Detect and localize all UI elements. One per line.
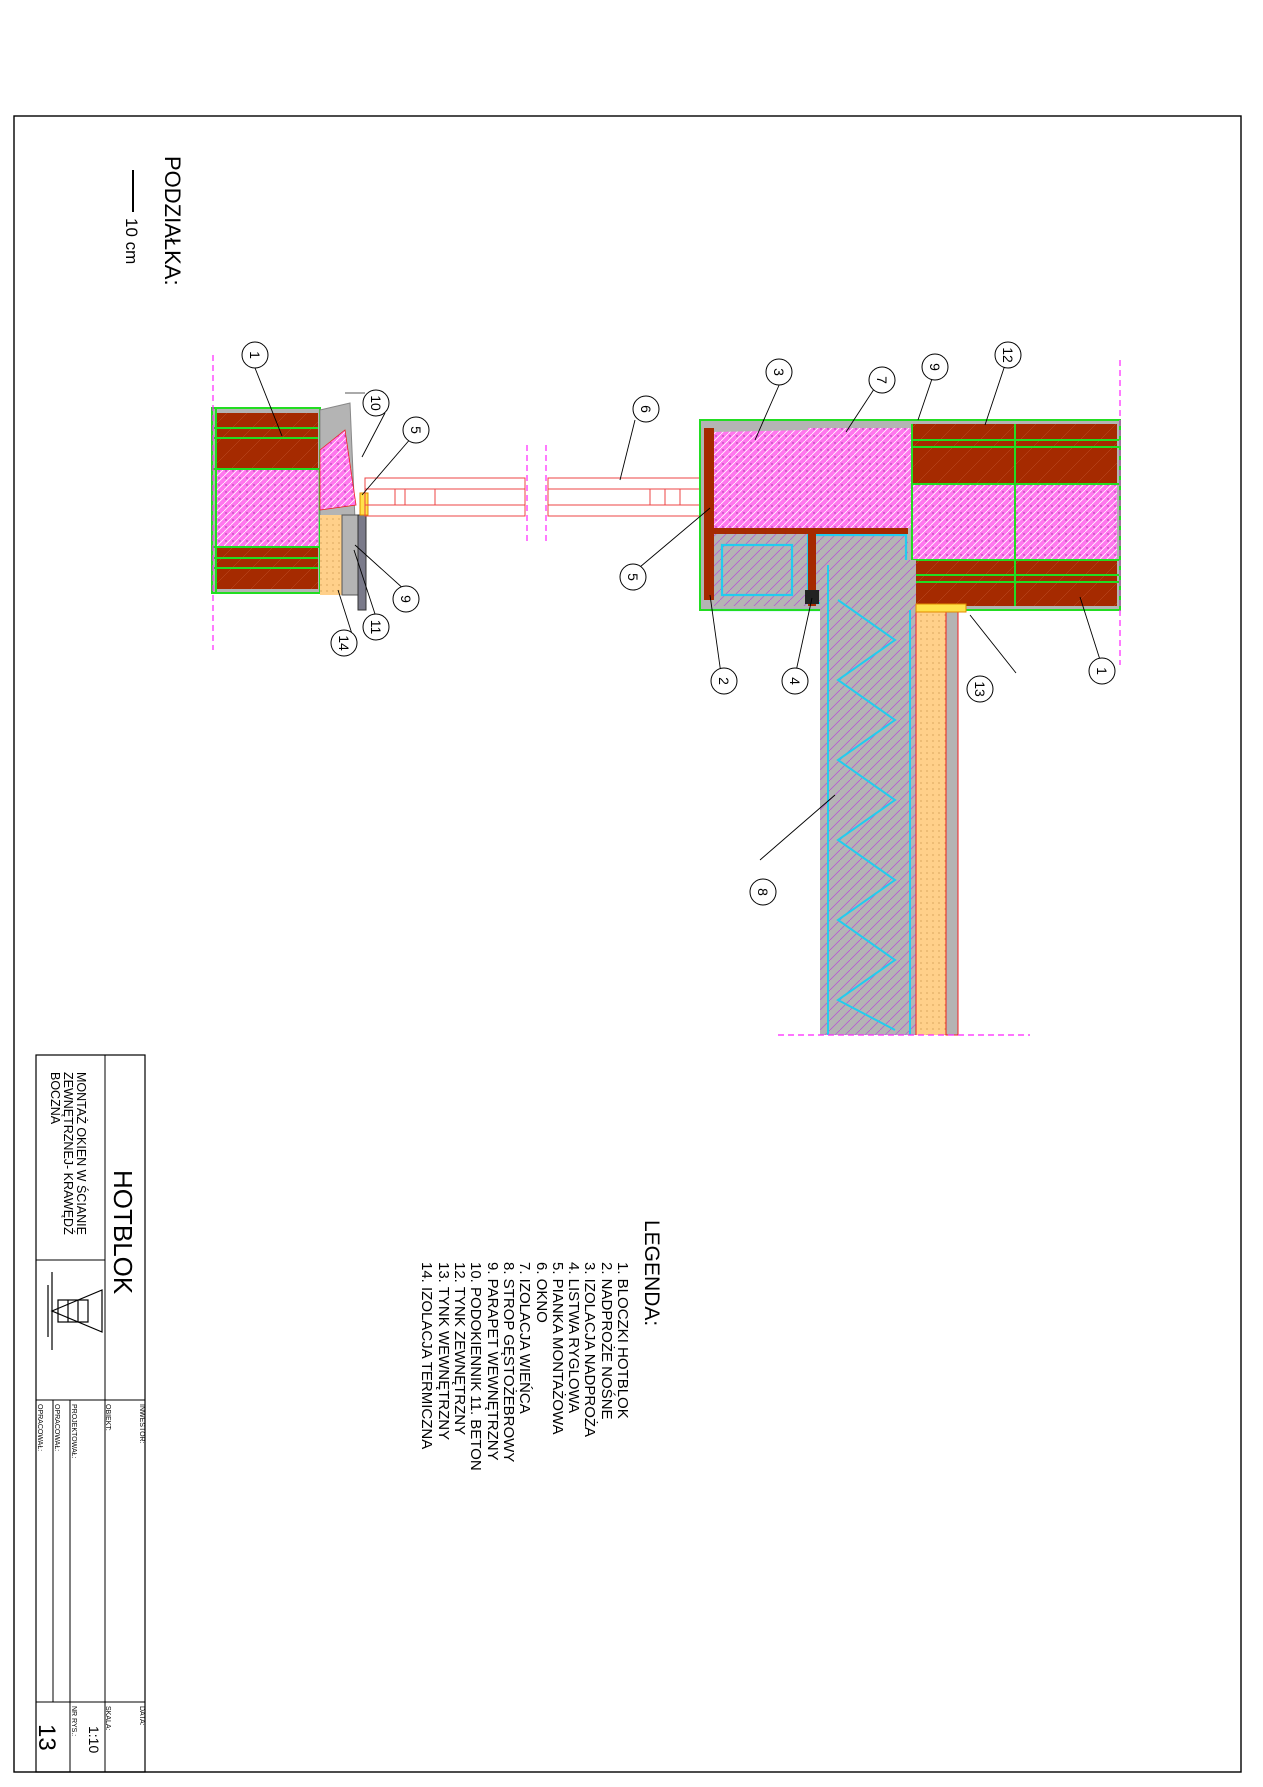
axis-lines — [212, 355, 1121, 1036]
scale-bar — [132, 170, 134, 212]
window-right-part — [547, 477, 704, 517]
callout-4: 4 — [787, 677, 803, 685]
break-lines — [526, 445, 547, 545]
slab-ribs — [836, 599, 897, 1031]
callout-12: 12 — [1000, 347, 1016, 363]
outer-frame — [13, 115, 1242, 1773]
window-left-part — [364, 477, 526, 517]
callout-6: 6 — [638, 405, 654, 413]
callout-1-right: 1 — [1094, 667, 1110, 675]
left-wall-section — [211, 392, 369, 611]
callout-14: 14 — [336, 635, 352, 651]
callout-5-right: 5 — [625, 573, 641, 581]
house-logo-icon — [47, 1272, 103, 1350]
callout-7: 7 — [874, 376, 890, 384]
callout-9-right: 9 — [927, 363, 943, 371]
callout-11: 11 — [368, 620, 384, 635]
callout-1-left: 1 — [247, 351, 263, 359]
callout-8: 8 — [755, 888, 771, 896]
callout-10: 10 — [368, 395, 384, 411]
title-block-frame — [35, 1054, 146, 1773]
callout-circles — [241, 341, 1116, 906]
callout-13: 13 — [972, 681, 988, 697]
callout-3: 3 — [771, 368, 787, 376]
ceiling-slab — [820, 560, 967, 1036]
callout-2: 2 — [716, 677, 732, 685]
callout-5-left: 5 — [408, 426, 424, 434]
callout-9-left: 9 — [398, 595, 414, 603]
leader-lines — [254, 355, 1103, 861]
